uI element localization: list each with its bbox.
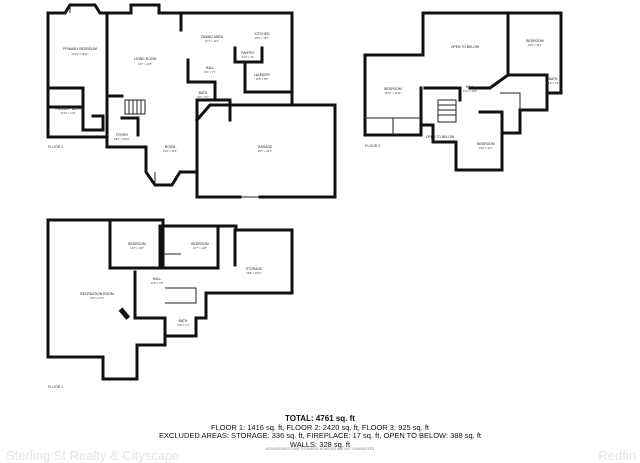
interior-wall: [423, 86, 462, 102]
recreation-room-dims: 18'0" x 27'4": [90, 296, 104, 300]
bedroom-dims: 14'3" x 11'8": [130, 246, 144, 250]
garage-dims: 30'1" x 24'1": [258, 149, 272, 153]
stairs: [437, 99, 457, 123]
floor-1-outer-wall: [46, 218, 294, 381]
stairs: [124, 99, 146, 115]
closet-line: [165, 287, 197, 304]
bath-dims: 7'10" x 7'2": [177, 323, 190, 327]
floors-area-line: FLOOR 1: 1416 sq. ft, FLOOR 2: 2420 sq. …: [210, 422, 429, 432]
closet-line: [500, 92, 521, 110]
bath-label: BATH: [199, 91, 208, 95]
foyer-dims: 18'1" x 10'10": [114, 137, 130, 141]
bath-label: BATH: [179, 319, 188, 323]
room-dims: 13'6" x 14'6": [163, 149, 177, 153]
bath-wall: [213, 98, 232, 122]
bedroom-dims: 13'4" x 14'1": [479, 146, 493, 150]
bedroom-dims: 12'6" x 15'1": [528, 43, 542, 47]
kitchen-label: KITCHEN: [255, 32, 270, 36]
floor-2-outer-wall-left: [46, 11, 199, 187]
floor-3-outer-wall: [421, 11, 563, 112]
laundry-label: LAUNDRY: [254, 73, 271, 77]
watermark-left: Sterling St Realty & Cityscape: [6, 448, 180, 463]
hall-label: HALL: [206, 66, 215, 70]
open-to-below-label: OPEN TO BELOW: [426, 135, 455, 139]
foyer-label: FOYER: [116, 133, 128, 137]
living-room-label: LIVING ROOM: [134, 57, 157, 61]
garage-wall: [195, 118, 242, 199]
fireplace: [118, 307, 131, 320]
living-room-dims: 22'1" x 14'8": [138, 62, 152, 66]
floor-3-outer-wall: [363, 11, 425, 137]
bedroom-wall: [161, 224, 220, 270]
total-area: TOTAL: 4761 sq. ft: [285, 414, 355, 423]
hall-dims: 20'4" x 10'8": [463, 89, 477, 93]
bedroom-wall: [108, 218, 162, 270]
primary-bedroom-dims: 13'10" x 22'11": [72, 52, 89, 56]
bedroom-dims: 12'7" x 11'8": [193, 246, 207, 250]
hall-dims: 10'1" x 7'1": [204, 70, 217, 74]
hall-dims: 13'6" x 7'8": [151, 281, 164, 285]
pantry-wall: [233, 46, 264, 64]
bath-dims: 11'8" x 5'0": [547, 81, 560, 85]
interior-wall: [506, 73, 549, 95]
primary-bath-dims: 10'10" x 11'6": [60, 111, 76, 115]
room-label: ROOM: [165, 145, 176, 149]
watermark-right: Redfin: [598, 448, 636, 463]
floor-3-outer-wall: [419, 108, 549, 172]
interior-wall: [468, 11, 510, 90]
bedroom-label: BEDROOM: [384, 87, 402, 91]
floor-3-plan: OPEN TO BELOW BEDROOM 12'6" x 15'1" BEDR…: [363, 11, 563, 172]
excluded-area-line: EXCLUDED AREAS: STORAGE: 336 sq. ft, FIR…: [158, 431, 482, 440]
floor-1-plan: BEDROOM 14'3" x 11'8" BEDROOM 12'7" x 11…: [46, 218, 294, 389]
hall-label: HALL: [153, 277, 162, 281]
floor-3-label: FLOOR 3: [365, 144, 380, 148]
hall-wall: [133, 270, 167, 320]
primary-bath-label: PRIMARY BATH: [55, 107, 81, 111]
storage-dims: 22'6" x 16'11": [246, 271, 262, 275]
bath-label: BATH: [549, 77, 558, 81]
hall-label: HALL: [466, 85, 475, 89]
interior-wall: [186, 58, 217, 122]
garage-wall: [194, 103, 337, 199]
pantry-label: PANTRY: [241, 51, 255, 55]
primary-bath-wall: [48, 86, 85, 109]
kitchen-dims: 15'1" x 10'7": [255, 36, 269, 40]
floor-2-label: FLOOR 2: [48, 145, 63, 149]
walls-area-line: WALLS: 328 sq. ft: [289, 439, 351, 449]
dining-area-dims: 16'1" x 11'4": [205, 39, 219, 43]
laundry-dims: 12'8" x 8'6": [256, 77, 269, 81]
recreation-room-label: RECREATION ROOM: [80, 292, 114, 296]
interior-wall: [478, 110, 504, 135]
dining-area-label: DINING AREA: [201, 35, 224, 39]
bath-dims: 5'9" x 7'1": [197, 95, 208, 99]
interior-wall: [120, 116, 140, 137]
pantry-dims: 3'10" x 4'1": [242, 55, 255, 59]
primary-bath-wall: [81, 105, 105, 132]
bedroom-label: BEDROOM: [128, 242, 146, 246]
laundry-wall: [243, 60, 294, 94]
bedroom-dims: 15'10" x 14'11": [385, 91, 402, 95]
garage-label: GARAGE: [258, 145, 273, 149]
bedroom-label: BEDROOM: [526, 39, 544, 43]
floor-1-label: FLOOR 1: [48, 385, 63, 389]
bedroom-label: BEDROOM: [477, 142, 495, 146]
bedroom-label: BEDROOM: [191, 242, 209, 246]
floor-2-outer-wall-top: [46, 3, 294, 107]
area-summary: TOTAL: 4761 sq. ft FLOOR 1: 1416 sq. ft,…: [0, 414, 640, 449]
open-to-below-label: OPEN TO BELOW: [451, 45, 480, 49]
storage-label: STORAGE: [246, 267, 263, 271]
primary-bedroom-label: PRIMARY BEDROOM: [63, 47, 97, 51]
floor-2-plan: PRIMARY BEDROOM 13'10" x 22'11" PRIMARY …: [46, 3, 337, 199]
disclaimer-text: MEASUREMENTS ARE ESTIMATED HOWEVER ARE N…: [265, 447, 375, 451]
